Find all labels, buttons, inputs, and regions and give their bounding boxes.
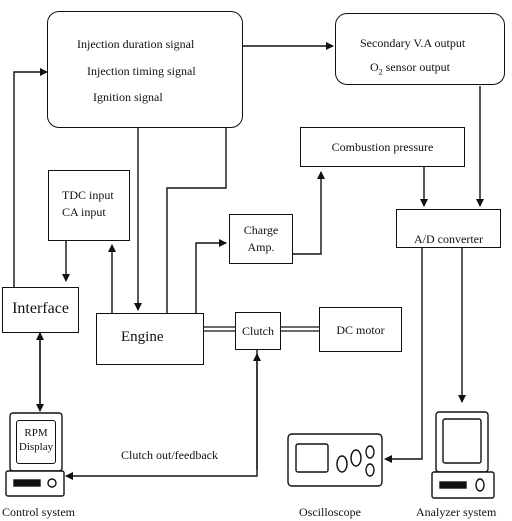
dc-motor-label: DC motor	[320, 323, 401, 337]
charge-label: Charge	[230, 223, 292, 237]
ignition-signal-label: Ignition signal	[93, 90, 163, 104]
charge-amp-box: Charge Amp.	[229, 214, 293, 264]
engine-label: Engine	[121, 330, 164, 344]
ca-input-label: CA input	[62, 205, 106, 219]
combustion-pressure-box: Combustion pressure	[300, 127, 465, 167]
charge-to-combustion-arrow	[293, 172, 321, 254]
combustion-pressure-label: Combustion pressure	[301, 140, 464, 154]
tdc-input-box: TDC input CA input	[48, 170, 130, 241]
adc-to-oscilloscope-arrow	[385, 248, 422, 459]
rpm-label: RPM	[17, 427, 55, 439]
ecu-signal-box: Injection duration signal Injection timi…	[47, 11, 243, 128]
oscilloscope-icon	[286, 432, 386, 492]
engine-to-charge-arrow	[196, 243, 226, 313]
secondary-va-output-label: Secondary V.A output	[360, 36, 465, 50]
clutch-feedback-label: Clutch out/feedback	[121, 448, 218, 462]
interface-label: Interface	[3, 302, 78, 316]
oscilloscope-label: Oscilloscope	[299, 505, 361, 519]
engine-box: Engine	[96, 313, 204, 365]
interface-to-ecu-arrow	[14, 72, 47, 287]
ad-converter-label: A/D converter	[397, 232, 500, 246]
sensor-output-box: Secondary V.A output O2 sensor output	[335, 13, 505, 85]
tdc-input-label: TDC input	[62, 188, 114, 202]
analyzer-system-label: Analyzer system	[416, 505, 496, 519]
clutch-label: Clutch	[236, 324, 280, 338]
dc-motor-box: DC motor	[319, 307, 402, 352]
display-label: Display	[17, 441, 55, 453]
control-computer-icon: RPM Display	[0, 410, 70, 500]
clutch-box: Clutch	[235, 312, 281, 350]
analyzer-computer-icon	[430, 410, 502, 500]
interface-box: Interface	[2, 287, 79, 333]
control-system-label: Control system	[2, 505, 75, 519]
injection-duration-label: Injection duration signal	[77, 37, 194, 51]
o2-sensor-output-label: O2 sensor output	[370, 60, 450, 79]
injection-timing-label: Injection timing signal	[87, 64, 196, 78]
amp-label: Amp.	[230, 240, 292, 254]
rpm-display-screen: RPM Display	[16, 420, 56, 464]
ad-converter-box: A/D converter	[396, 209, 501, 248]
